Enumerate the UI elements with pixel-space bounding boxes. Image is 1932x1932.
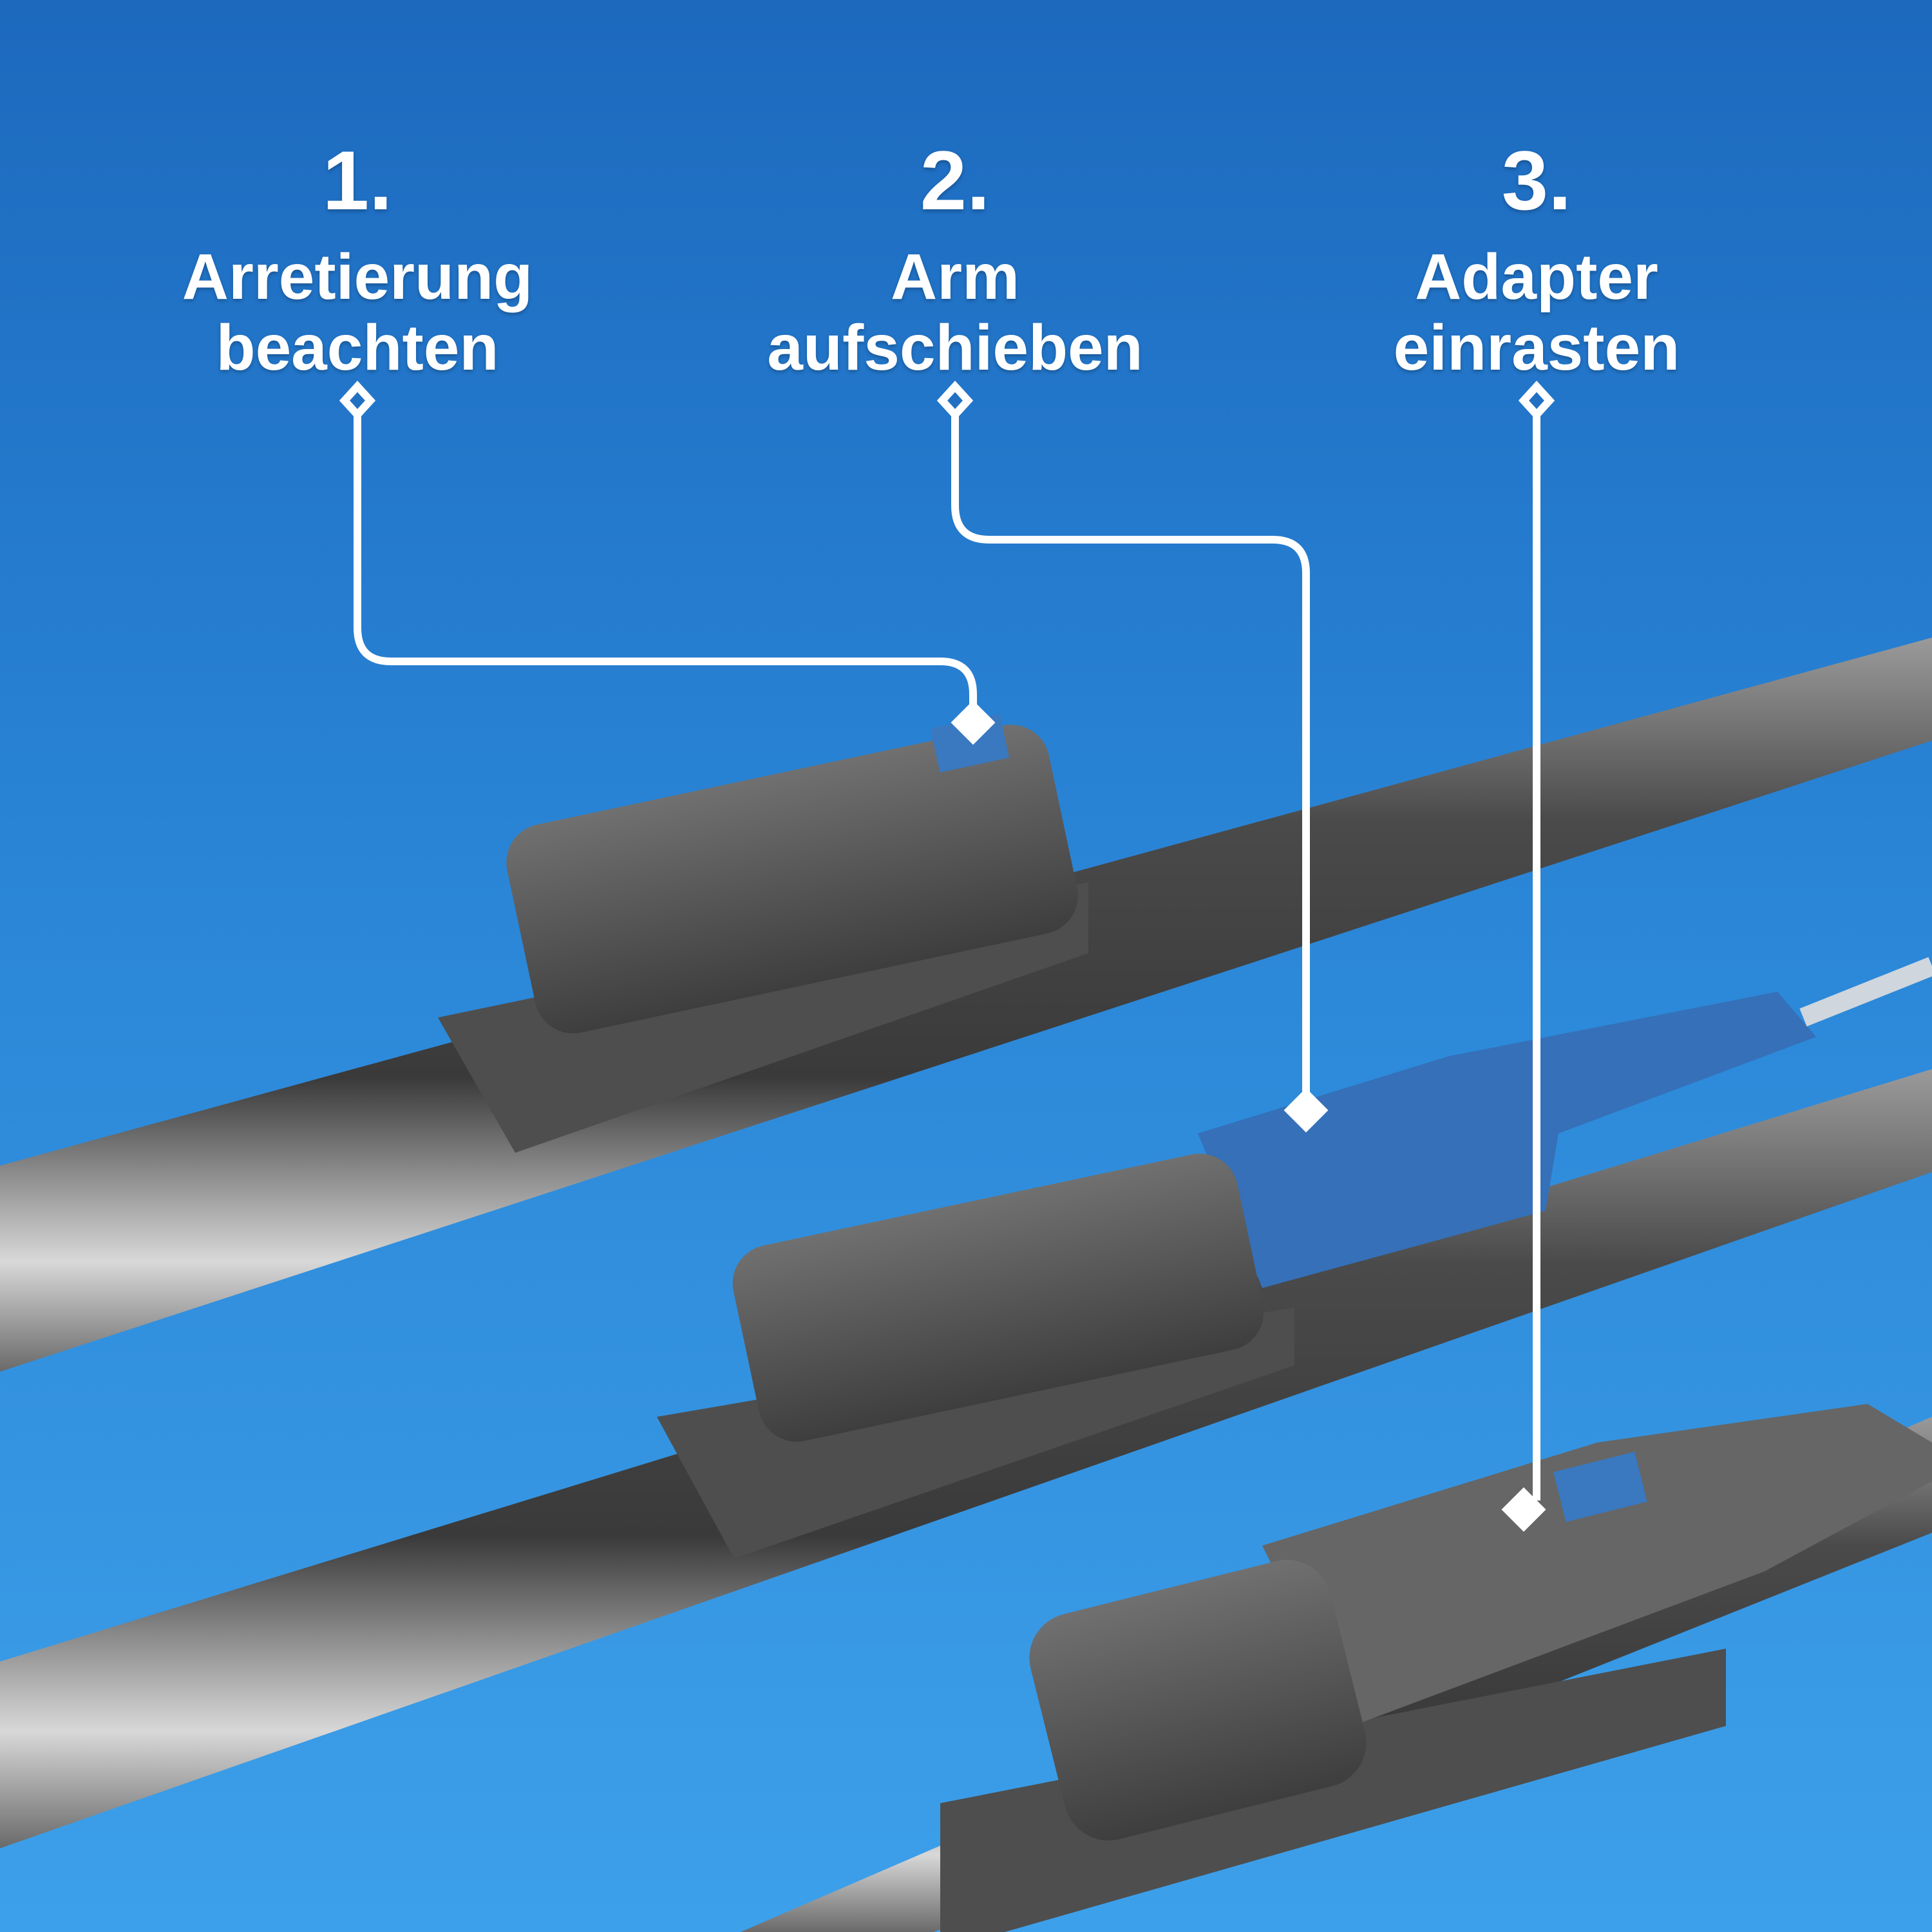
step-label-line2: beachten bbox=[216, 312, 499, 384]
step-label-line1: Arm bbox=[890, 241, 1020, 313]
step-label-line1: Arretierung bbox=[182, 241, 533, 313]
connector-1 bbox=[354, 412, 977, 715]
wiper-blade-2 bbox=[0, 957, 1932, 1848]
diamond-end-1 bbox=[951, 700, 996, 745]
wiper-blade-3 bbox=[741, 1404, 1932, 1932]
adapter-3 bbox=[1029, 1560, 1367, 1841]
wiper-blade-1 bbox=[0, 638, 1932, 1372]
connector-lines bbox=[354, 412, 1540, 1501]
diamond-markers bbox=[339, 381, 1555, 1532]
adapter-1 bbox=[506, 724, 1078, 1034]
step-label-line2: einrasten bbox=[1393, 312, 1680, 384]
step-number: 2. bbox=[920, 133, 990, 227]
adapter-arm-3 bbox=[1262, 1404, 1932, 1726]
step-label-line1: Adapter bbox=[1415, 241, 1658, 313]
wiper-arm-blue bbox=[1198, 992, 1816, 1288]
diamond-top-3 bbox=[1518, 381, 1555, 421]
diamond-end-3 bbox=[1501, 1487, 1546, 1532]
lock-tab-blue-3 bbox=[1553, 1452, 1647, 1522]
step-label-line2: aufschieben bbox=[767, 312, 1143, 384]
step-number: 3. bbox=[1501, 133, 1572, 227]
connector-2 bbox=[951, 412, 1310, 1103]
diamond-end-2 bbox=[1283, 1088, 1329, 1133]
diamond-top-1 bbox=[339, 381, 376, 421]
adapter-2 bbox=[732, 1153, 1264, 1442]
step-number: 1. bbox=[322, 133, 393, 227]
diamond-top-2 bbox=[936, 381, 974, 421]
